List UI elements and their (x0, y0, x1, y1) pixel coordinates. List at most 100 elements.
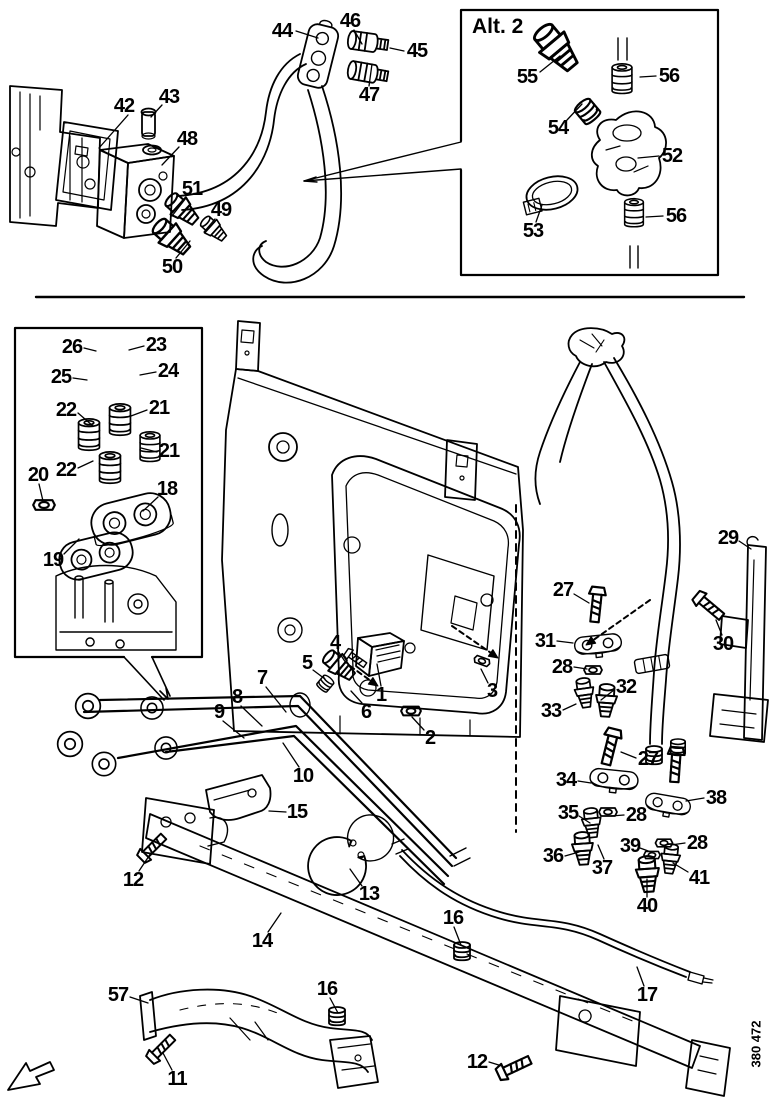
clamp-34 (587, 767, 640, 796)
alt2-inset-box (303, 8, 720, 277)
gasket-42 (55, 121, 119, 211)
callout-57: 57 (107, 984, 129, 1006)
callout-18: 18 (156, 478, 178, 500)
dashed-reference-lines (349, 504, 651, 833)
callout-39: 39 (619, 835, 641, 857)
callout-41: 41 (688, 867, 710, 889)
bracket-15 (205, 774, 272, 821)
callout-16-b: 16 (442, 907, 464, 929)
callout-49: 49 (210, 199, 232, 221)
bolt-12-left (134, 830, 170, 866)
callout-52: 52 (661, 145, 683, 167)
callout-15: 15 (286, 801, 308, 823)
duct-57 (139, 988, 379, 1089)
callout-37: 37 (591, 857, 613, 879)
callout-35: 35 (557, 802, 579, 824)
valve-47 (345, 59, 390, 87)
callout-34: 34 (555, 769, 577, 791)
callout-10: 10 (292, 765, 314, 787)
bracket-29 (709, 535, 769, 743)
callout-12-a: 12 (122, 869, 144, 891)
nut-28-right (654, 838, 674, 848)
callout-23: 23 (145, 334, 167, 356)
callout-22-a: 22 (55, 399, 77, 421)
nut-28-top (583, 665, 603, 675)
bolt-27-top (585, 585, 608, 624)
callout-19: 19 (42, 549, 64, 571)
callout-12-b: 12 (466, 1051, 488, 1073)
callout-29: 29 (717, 527, 739, 549)
callout-28-a: 28 (551, 656, 573, 678)
fuel-rail-14 (141, 797, 731, 1097)
callout-50: 50 (161, 256, 183, 278)
callout-56-b: 56 (665, 205, 687, 227)
seal-21-lower (139, 430, 161, 463)
bracket-44 (296, 19, 340, 89)
bolt-43 (140, 107, 157, 140)
callout-14: 14 (251, 930, 273, 952)
hose-bundle (534, 327, 687, 766)
callout-28-c: 28 (686, 832, 708, 854)
callout-21-b: 21 (158, 440, 180, 462)
callout-5: 5 (301, 652, 313, 674)
callout-55: 55 (516, 66, 538, 88)
bolt-30 (689, 588, 728, 624)
distribution-valve-block (96, 143, 175, 239)
callout-20: 20 (27, 464, 49, 486)
callout-21-a: 21 (148, 397, 170, 419)
callout-27-b: 27 (637, 748, 659, 770)
callout-44: 44 (271, 20, 293, 42)
callout-1: 1 (375, 684, 387, 706)
callout-42: 42 (113, 95, 135, 117)
bulkhead-panel (221, 320, 524, 738)
callout-47: 47 (358, 84, 380, 106)
callout-46: 46 (339, 10, 361, 32)
nut-28-mid (598, 807, 618, 817)
seal-22-upper (77, 418, 101, 452)
grommet-16-left (328, 1006, 346, 1027)
callout-25: 25 (50, 366, 72, 388)
seal-22-lower (98, 451, 122, 485)
direction-arrow (7, 1061, 55, 1091)
nut-20 (32, 499, 56, 511)
callout-27-a: 27 (552, 579, 574, 601)
callout-3: 3 (486, 680, 498, 702)
callout-38: 38 (705, 787, 727, 809)
nut-3 (472, 654, 492, 668)
callout-26: 26 (61, 336, 83, 358)
callout-24: 24 (157, 360, 179, 382)
callout-36: 36 (542, 845, 564, 867)
callout-54: 54 (547, 117, 569, 139)
fitting-56-bottom (623, 197, 645, 269)
callout-11: 11 (167, 1068, 187, 1090)
callout-53: 53 (522, 220, 544, 242)
drawing-number: 380 472 (748, 1020, 764, 1068)
seal-21-upper (108, 403, 132, 437)
valve-46 (345, 29, 390, 55)
callout-9: 9 (213, 701, 225, 723)
sensor-41 (658, 842, 683, 876)
bolt-11 (143, 1031, 179, 1067)
callout-17: 17 (636, 984, 658, 1006)
callout-30: 30 (712, 633, 734, 655)
callout-13: 13 (358, 883, 380, 905)
nipple-54 (571, 95, 603, 127)
callout-48: 48 (176, 128, 198, 150)
callout-31: 31 (534, 630, 556, 652)
callout-40: 40 (636, 895, 658, 917)
callout-32: 32 (615, 676, 637, 698)
callout-33: 33 (540, 700, 562, 722)
callout-45: 45 (406, 40, 428, 62)
cable-17 (391, 838, 714, 985)
clip-13 (307, 814, 395, 896)
callout-16-a: 16 (316, 978, 338, 1000)
sensor-32 (593, 682, 619, 719)
callout-22-b: 22 (55, 459, 77, 481)
t-connector-52 (590, 110, 667, 197)
fuel-hoses-top (177, 53, 342, 284)
alt2-inset-label: Alt. 2 (472, 15, 524, 38)
flange-19 (58, 531, 134, 581)
flange-18 (90, 492, 174, 547)
